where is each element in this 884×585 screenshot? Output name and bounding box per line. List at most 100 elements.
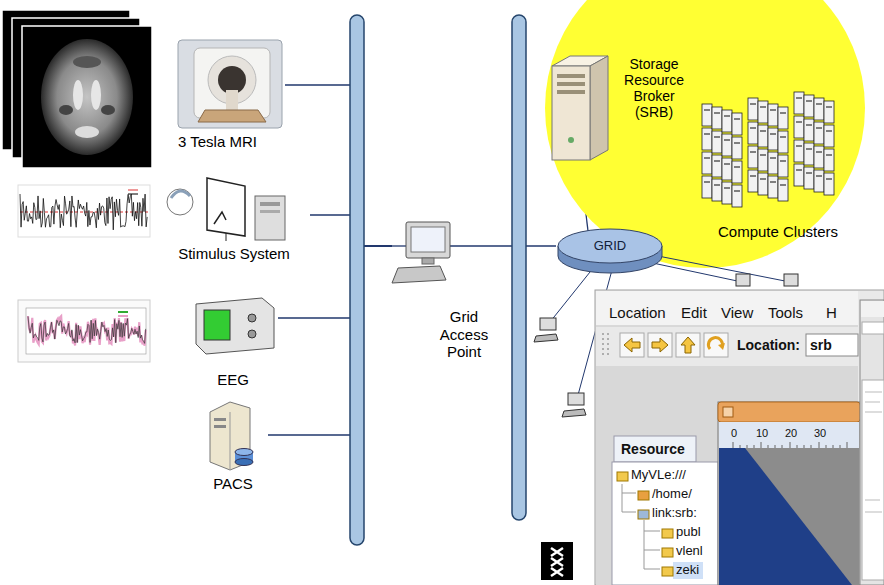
- node-caption: EEG: [217, 371, 249, 388]
- compute-racks: [702, 152, 712, 174]
- node-caption: 3 Tesla MRI: [178, 133, 257, 150]
- compute-racks: [760, 178, 766, 179]
- grid-disk-top: [558, 229, 662, 263]
- compute-racks: [780, 184, 786, 185]
- compute-racks: [734, 142, 740, 143]
- compute-racks: [758, 173, 768, 195]
- stimulus-system: [167, 178, 285, 241]
- ui-label: srb: [810, 337, 832, 353]
- ui-label: 30: [814, 427, 826, 440]
- compute-racks: [768, 104, 778, 126]
- access-computer: [392, 245, 406, 246]
- university-logo: [541, 542, 573, 580]
- compute-racks: [816, 103, 822, 104]
- compute-racks: [734, 190, 740, 191]
- compute-racks: [704, 157, 710, 158]
- eeg-plot: [28, 316, 146, 346]
- grid-client: [568, 393, 584, 405]
- compute-racks: [806, 172, 812, 173]
- eeg-device: [248, 330, 256, 338]
- network-bus: [350, 15, 364, 545]
- compute-racks: [816, 127, 822, 128]
- browser-window: [596, 326, 858, 327]
- tree-lines: [622, 484, 636, 512]
- pacs-server: [210, 402, 253, 470]
- compute-racks: [780, 136, 786, 137]
- browser-window: [718, 402, 860, 422]
- eeg-plot: [18, 300, 150, 362]
- compute-racks: [778, 107, 788, 129]
- compute-racks: [724, 139, 730, 140]
- compute-racks: [804, 95, 814, 117]
- browser-window: [865, 392, 882, 512]
- eeg-plot: [118, 315, 128, 317]
- storage-server: [552, 56, 608, 160]
- node-caption: GRID: [594, 239, 627, 254]
- mri-image-stack: [73, 56, 101, 68]
- compute-racks: [732, 137, 742, 159]
- ruler-ticks: [733, 442, 847, 448]
- toolbar-grip: [602, 343, 604, 345]
- stimulus-system: [167, 189, 193, 215]
- eeg-plot: [118, 311, 128, 313]
- stimulus-system: [207, 178, 245, 236]
- toolbar-grip: [607, 343, 609, 345]
- eeg-plot: [28, 316, 146, 343]
- grid-access-point: Grid Access Point: [392, 218, 494, 360]
- compute-racks: [702, 176, 712, 198]
- compute-racks: [750, 127, 756, 128]
- grid-client: [784, 274, 798, 286]
- compute-racks: [724, 187, 730, 188]
- ui-label: Edit: [681, 304, 707, 321]
- stimulus-system: [171, 191, 190, 198]
- ui-label: zeki: [676, 563, 699, 578]
- ui-label: vlenl: [676, 544, 703, 559]
- browser-window: [614, 436, 696, 462]
- browser-window: [648, 333, 672, 357]
- pacs-server: [230, 412, 231, 470]
- access-computer: [450, 245, 494, 246]
- eeg-plot: [26, 308, 146, 354]
- compute-clusters: Compute Clusters: [698, 92, 858, 240]
- compute-racks: [760, 130, 766, 131]
- ruler-ticks: [733, 442, 847, 448]
- mri-image-stack: [75, 126, 99, 138]
- compute-racks: [704, 133, 710, 134]
- folder-icon: [662, 529, 673, 538]
- compute-racks: [750, 103, 756, 104]
- signal-plot: [18, 185, 150, 237]
- university-logo: [541, 542, 573, 580]
- browser-window: [719, 448, 859, 585]
- mri-image-stack: [22, 26, 152, 168]
- compute-racks: [712, 107, 722, 129]
- network-link: [285, 85, 392, 246]
- compute-racks: [714, 112, 720, 113]
- compute-racks: [714, 184, 720, 185]
- node-caption: Stimulus System: [178, 245, 290, 262]
- compute-racks: [814, 146, 824, 168]
- access-computer: [392, 266, 446, 283]
- signal-plot: [20, 194, 147, 230]
- toolbar-grip: [607, 338, 609, 340]
- compute-racks: [794, 164, 804, 186]
- compute-racks: [702, 128, 712, 150]
- compute-racks: [704, 109, 710, 110]
- browser-window: [652, 338, 668, 352]
- access-computer: [411, 227, 445, 252]
- compute-racks: [826, 178, 832, 179]
- compute-racks: [712, 179, 722, 201]
- compute-racks: [814, 170, 824, 192]
- compute-racks: [748, 122, 758, 144]
- compute-racks: [732, 113, 742, 135]
- compute-racks: [824, 101, 834, 123]
- storage-server: [568, 137, 574, 143]
- folder-icon: [662, 567, 673, 576]
- browser-window: [624, 338, 640, 352]
- browser-window: [719, 422, 859, 448]
- node-caption: PACS: [213, 475, 253, 492]
- compute-racks: [806, 148, 812, 149]
- compute-racks: [770, 133, 776, 134]
- node-caption: Grid Access Point: [434, 308, 494, 360]
- stimulus-system: [260, 210, 280, 213]
- browser-window: [718, 402, 860, 585]
